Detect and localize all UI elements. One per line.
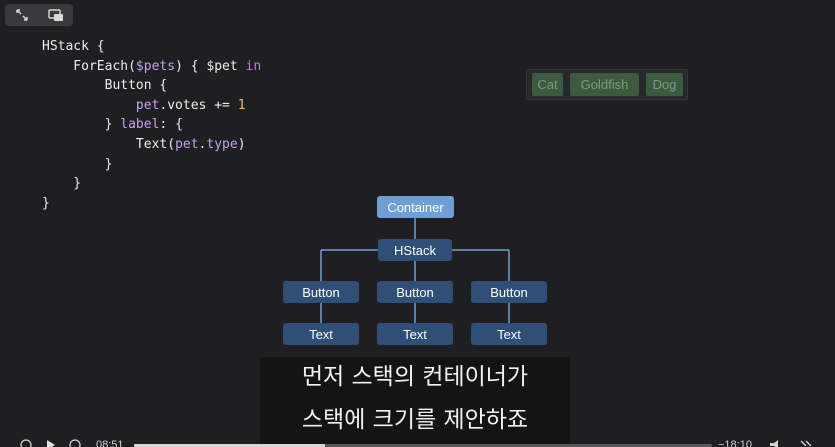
code-token: }	[42, 156, 113, 172]
code-token: : {	[159, 117, 183, 133]
elapsed-time: 08:51	[96, 439, 124, 447]
node-button-2: Button	[377, 281, 453, 303]
tree-connectors	[320, 218, 510, 323]
skip-forward-button[interactable]	[67, 437, 83, 447]
volume-button[interactable]	[768, 437, 788, 447]
skip-back-icon	[20, 439, 32, 447]
speaker-icon	[770, 440, 778, 447]
preview-hstack: Cat Goldfish Dog	[526, 69, 688, 100]
code-line: ForEach($pets) { $pet in	[42, 57, 261, 77]
code-token: 1	[237, 97, 246, 113]
play-button[interactable]	[44, 437, 58, 447]
node-hstack: HStack	[378, 239, 452, 261]
preview-button-cat[interactable]: Cat	[532, 73, 563, 96]
code-line: }	[42, 194, 261, 214]
airplay-button[interactable]	[798, 437, 816, 447]
code-token: label	[120, 117, 160, 133]
skip-back-button[interactable]	[18, 437, 34, 447]
resize-button[interactable]	[5, 4, 39, 26]
code-line: }	[42, 155, 261, 175]
picture-in-picture-button[interactable]	[39, 4, 73, 26]
code-line: HStack {	[42, 37, 261, 57]
code-line: Text(pet.type)	[42, 135, 261, 155]
player-controls: 08:51 −18:10	[0, 437, 835, 447]
code-token: ForEach(	[42, 58, 136, 74]
video-top-controls	[5, 4, 73, 26]
code-token: ) { $pet	[175, 58, 246, 74]
code-token: pet	[135, 97, 160, 113]
code-line: Button {	[42, 76, 261, 96]
progress-track[interactable]	[134, 444, 712, 447]
expand-arrows-icon	[16, 9, 28, 21]
code-token: .votes +=	[159, 97, 238, 113]
code-token: $pets	[135, 58, 176, 74]
picture-in-picture-icon	[48, 8, 63, 21]
code-snippet: HStack { ForEach($pets) { $pet in Button…	[42, 37, 261, 213]
code-token: Button {	[42, 78, 168, 94]
code-token: type	[206, 136, 238, 152]
code-token: pet	[175, 136, 199, 152]
code-token: }	[42, 195, 50, 211]
code-line: pet.votes += 1	[42, 96, 261, 116]
node-text-3: Text	[471, 323, 547, 345]
preview-button-dog[interactable]: Dog	[646, 73, 683, 96]
code-token: )	[237, 136, 246, 152]
code-line: }	[42, 174, 261, 194]
subtitle-line-2: 스택에 크기를 제안하죠	[260, 398, 570, 447]
code-token: }	[42, 117, 121, 133]
code-token	[42, 98, 136, 113]
code-token: }	[42, 176, 82, 192]
code-token: in	[245, 58, 262, 74]
node-text-2: Text	[377, 323, 453, 345]
skip-forward-icon	[69, 439, 81, 447]
node-container: Container	[377, 196, 454, 218]
code-line: } label: {	[42, 115, 261, 135]
code-token: HStack {	[42, 39, 105, 54]
preview-button-goldfish[interactable]: Goldfish	[570, 73, 639, 96]
play-icon	[47, 440, 55, 447]
node-button-1: Button	[283, 281, 359, 303]
progress-fill	[134, 444, 325, 447]
node-button-3: Button	[471, 281, 547, 303]
remaining-time: −18:10	[718, 439, 752, 447]
code-token: Text(	[42, 136, 176, 152]
node-text-1: Text	[283, 323, 359, 345]
subtitle-line-1: 먼저 스택의 컨테이너가	[260, 357, 570, 398]
code-token: .	[198, 136, 207, 152]
double-chevron-icon	[800, 440, 812, 447]
